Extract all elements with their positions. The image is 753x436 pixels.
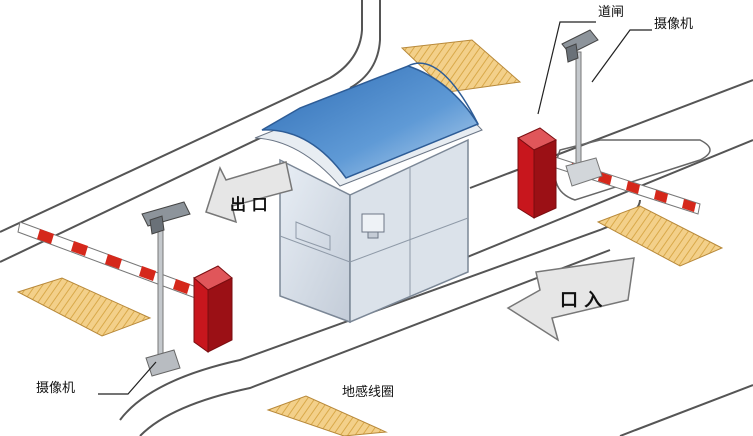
booth-side-wall xyxy=(349,138,469,324)
booth-canopy xyxy=(254,62,483,187)
loop-pad-bottom xyxy=(266,395,388,436)
loop-pad-right xyxy=(596,205,724,267)
label-camera-right: 摄像机 xyxy=(654,17,693,32)
leader-lines xyxy=(98,21,652,395)
booth-monitor xyxy=(361,213,385,233)
label-loop: 地感线圈 xyxy=(342,384,394,400)
label-camera-left: 摄像机 xyxy=(36,381,75,396)
label-gate: 道闸 xyxy=(598,5,624,20)
camera-right xyxy=(561,29,603,187)
camera-right-body xyxy=(561,29,599,63)
guard-booth xyxy=(279,138,469,324)
label-exit: 出 口 xyxy=(230,195,268,214)
loop-pads xyxy=(16,39,724,436)
loop-pad-left xyxy=(16,277,152,337)
label-entry: 口 入 xyxy=(560,290,602,311)
entry-arrow xyxy=(506,257,635,342)
camera-left xyxy=(141,201,191,377)
barrier-cabinet-right xyxy=(517,127,557,219)
exit-arrow xyxy=(205,161,293,224)
barrier-cabinet-left xyxy=(193,265,233,353)
camera-left-body xyxy=(141,201,191,235)
